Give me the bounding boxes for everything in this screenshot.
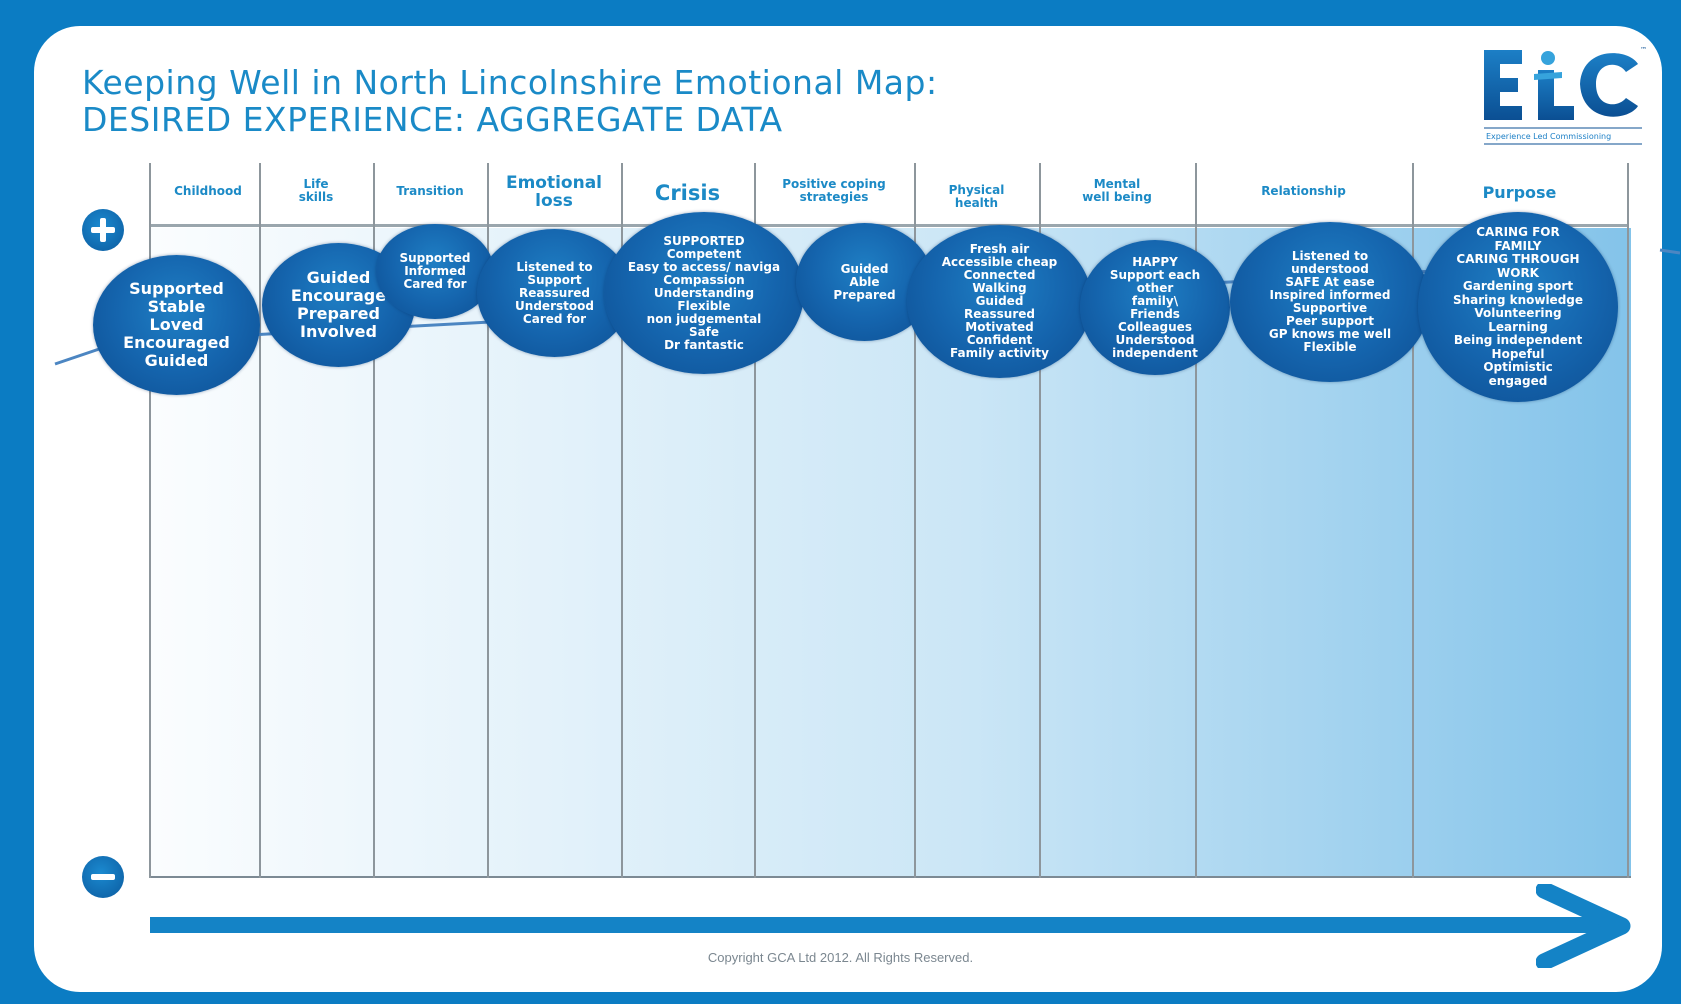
column-divider xyxy=(1412,163,1414,878)
svg-text:™: ™ xyxy=(1640,46,1646,54)
column-divider xyxy=(487,163,489,878)
page-title: Keeping Well in North Lincolnshire Emoti… xyxy=(82,64,938,138)
column-header-mental-well-being: Mental well being xyxy=(1082,177,1152,204)
column-divider xyxy=(259,163,261,878)
column-divider xyxy=(754,163,756,878)
column-divider xyxy=(1627,163,1629,878)
minus-icon xyxy=(82,856,124,898)
column-header-life-skills: Life skills xyxy=(298,177,334,204)
bubble-transition: Supported Informed Cared for xyxy=(376,224,494,319)
arrow-head-icon xyxy=(1536,884,1631,968)
plus-icon xyxy=(82,209,124,251)
column-divider xyxy=(621,163,623,878)
bubble-crisis: SUPPORTED Competent Easy to access/ navi… xyxy=(604,212,804,374)
column-divider xyxy=(1195,163,1197,878)
bubble-relationship: Listened to understood SAFE At ease Insp… xyxy=(1230,222,1430,382)
column-header-transition: Transition xyxy=(396,184,464,198)
column-divider xyxy=(914,163,916,878)
bubble-mental-well-being: HAPPY Support each other family\ Friends… xyxy=(1080,240,1230,375)
bubble-physical-health: Fresh air Accessible cheap Connected Wal… xyxy=(907,225,1092,378)
column-header-purpose: Purpose xyxy=(1482,183,1557,202)
column-header-emotional-loss: Emotional loss xyxy=(505,173,603,211)
column-header-positive-coping: Positive coping strategies xyxy=(782,177,886,204)
column-header-physical-health: Physical health xyxy=(948,183,1005,210)
title-line-1: Keeping Well in North Lincolnshire Emoti… xyxy=(82,63,938,102)
column-header-childhood: Childhood xyxy=(174,184,242,198)
column-header-relationship: Relationship xyxy=(1261,184,1346,198)
column-divider xyxy=(1039,163,1041,878)
bubble-purpose: CARING FOR FAMILY CARING THROUGH WORK Ga… xyxy=(1418,212,1618,402)
logo-subtitle: Experience Led Commissioning xyxy=(1486,132,1611,141)
column-header-crisis: Crisis xyxy=(654,181,721,205)
timeline-arrow-bar xyxy=(150,917,1618,933)
bubble-childhood: Supported Stable Loved Encouraged Guided xyxy=(93,255,260,395)
elc-logo: ™ Experience Led Commissioning xyxy=(1484,46,1646,145)
copyright-text: Copyright GCA Ltd 2012. All Rights Reser… xyxy=(707,950,974,965)
column-divider xyxy=(149,163,151,878)
column-divider xyxy=(373,163,375,878)
title-line-2: DESIRED EXPERIENCE: AGGREGATE DATA xyxy=(82,100,783,139)
grid-top-line xyxy=(149,224,1629,227)
